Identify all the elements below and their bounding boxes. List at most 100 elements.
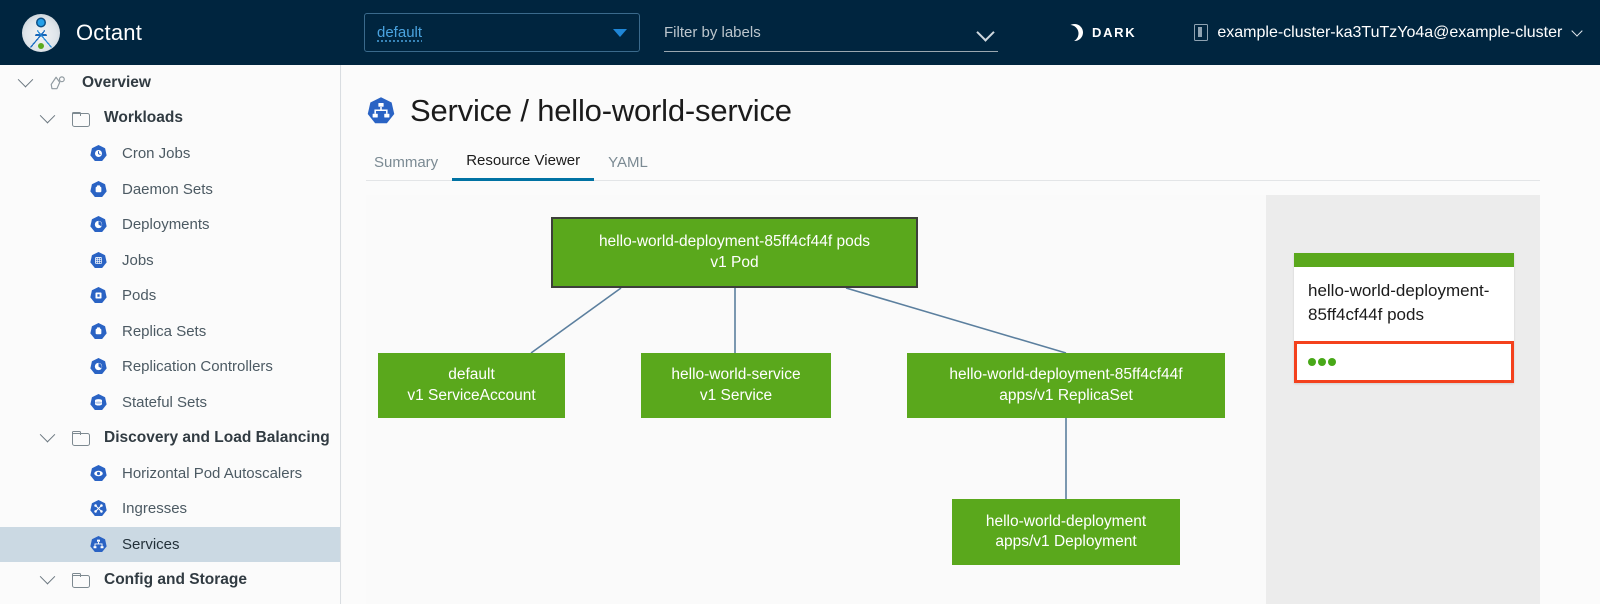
sidebar-item-label: Daemon Sets xyxy=(122,180,213,198)
status-dot[interactable] xyxy=(1318,357,1326,366)
k8s-service-icon xyxy=(89,535,107,552)
graph-node-service[interactable]: hello-world-service v1 Service xyxy=(641,353,831,418)
sidebar-item-deployments[interactable]: Deployments xyxy=(0,207,340,243)
graph-node-kind: v1 Pod xyxy=(710,253,759,271)
resource-viewer: hello-world-deployment-85ff4cf44f pods v1… xyxy=(366,195,1540,604)
sidebar-item-label: Pods xyxy=(122,287,157,305)
graph-node-replicaset[interactable]: hello-world-deployment-85ff4cf44f apps/v1… xyxy=(907,353,1225,418)
graph-node-kind: v1 ServiceAccount xyxy=(407,386,536,404)
sidebar-item-overview[interactable]: Overview xyxy=(0,65,340,101)
main-content: Service / hello-world-service Summary Res… xyxy=(342,65,1600,604)
sidebar-item-replication-controllers[interactable]: Replication Controllers xyxy=(0,349,340,385)
tab-yaml[interactable]: YAML xyxy=(608,154,648,171)
graph-node-kind: apps/v1 Deployment xyxy=(995,533,1137,550)
chevron-down-icon xyxy=(1571,25,1584,37)
k8s-ingress-icon xyxy=(89,500,107,517)
graph-node-name: hello-world-deployment-85ff4cf44f xyxy=(949,366,1183,384)
folder-icon xyxy=(72,431,90,447)
overview-icon xyxy=(50,76,65,90)
sidebar-item-ingresses[interactable]: Ingresses xyxy=(0,491,340,527)
k8s-statefulset-icon xyxy=(89,393,107,410)
namespace-select-value: default xyxy=(377,24,423,41)
tab-bar: Summary Resource Viewer YAML xyxy=(366,149,1540,181)
tab-summary[interactable]: Summary xyxy=(374,154,439,171)
chevron-down-icon xyxy=(39,107,55,124)
k8s-job-icon xyxy=(89,251,107,268)
folder-icon xyxy=(72,573,90,589)
expand-toggle[interactable] xyxy=(28,569,66,585)
sidebar-item-daemon-sets[interactable]: Daemon Sets xyxy=(0,172,340,208)
sidebar-item-services[interactable]: Services xyxy=(0,526,340,562)
sidebar-item-label: Services xyxy=(122,535,180,553)
resource-detail-panel: hello-world-deployment-85ff4cf44f pods xyxy=(1266,195,1540,604)
moon-icon xyxy=(1066,24,1083,41)
cluster-icon xyxy=(1194,24,1209,41)
graph-node-name: hello-world-service xyxy=(671,366,801,384)
k8s-hpa-icon xyxy=(89,464,107,481)
graph-edge xyxy=(845,287,1067,354)
expand-toggle[interactable] xyxy=(28,107,66,124)
sidebar-item-replica-sets[interactable]: Replica Sets xyxy=(0,314,340,350)
graph-node-pod[interactable]: hello-world-deployment-85ff4cf44f pods v1… xyxy=(551,217,918,288)
status-dot[interactable] xyxy=(1328,357,1336,366)
sidebar-item-label: Discovery and Load Balancing xyxy=(104,428,330,446)
page-title-text: Service / hello-world-service xyxy=(410,93,792,128)
sidebar-item-label: Stateful Sets xyxy=(122,393,208,411)
graph-edge xyxy=(530,287,622,354)
sidebar-item-label: Replication Controllers xyxy=(122,358,273,376)
sidebar-item-label: Overview xyxy=(82,73,151,91)
sidebar-item-discovery-and-load-balancing[interactable]: Discovery and Load Balancing xyxy=(0,420,340,456)
brand-name: Octant xyxy=(76,19,143,45)
chevron-down-icon xyxy=(976,22,995,42)
chevron-down-icon xyxy=(39,569,55,585)
cluster-name: example-cluster-ka3TuTzYo4a@example-clus… xyxy=(1217,23,1563,41)
resource-graph: hello-world-deployment-85ff4cf44f pods v1… xyxy=(366,195,1290,604)
brand[interactable]: Octant xyxy=(0,13,340,52)
detail-card-header-bar xyxy=(1294,253,1514,267)
page-title: Service / hello-world-service xyxy=(342,65,1600,129)
sidebar-item-horizontal-pod-autoscalers[interactable]: Horizontal Pod Autoscalers xyxy=(0,456,340,492)
resource-detail-card[interactable]: hello-world-deployment-85ff4cf44f pods xyxy=(1294,253,1514,383)
sidebar-item-label: Config and Storage xyxy=(104,570,247,588)
sidebar-item-cron-jobs[interactable]: Cron Jobs xyxy=(0,136,340,172)
k8s-service-icon xyxy=(367,97,395,124)
caret-down-icon xyxy=(613,28,627,37)
chevron-down-icon xyxy=(17,72,33,88)
graph-node-kind: apps/v1 ReplicaSet xyxy=(999,386,1133,404)
sidebar-item-label: Ingresses xyxy=(122,500,188,518)
tab-resource-viewer[interactable]: Resource Viewer xyxy=(452,152,595,181)
sidebar-item-label: Workloads xyxy=(104,109,183,127)
cluster-selector[interactable]: example-cluster-ka3TuTzYo4a@example-clus… xyxy=(1194,23,1584,42)
sidebar-item-jobs[interactable]: Jobs xyxy=(0,243,340,279)
k8s-replicationcontroller-icon xyxy=(89,358,107,375)
theme-toggle-button[interactable]: DARK xyxy=(1066,24,1136,41)
k8s-pod-icon xyxy=(89,287,107,304)
label-filter-placeholder: Filter by labels xyxy=(664,23,761,41)
namespace-select[interactable]: default xyxy=(364,13,640,52)
detail-card-title: hello-world-deployment-85ff4cf44f pods xyxy=(1308,281,1490,324)
sidebar-item-label: Cron Jobs xyxy=(122,145,191,163)
k8s-deployment-icon xyxy=(89,216,107,233)
sidebar-item-config-and-storage[interactable]: Config and Storage xyxy=(0,562,340,598)
sidebar-item-label: Jobs xyxy=(122,251,154,269)
k8s-daemonset-icon xyxy=(89,180,107,197)
folder-icon xyxy=(72,111,90,127)
label-filter-input[interactable]: Filter by labels xyxy=(664,14,998,52)
sidebar-item-stateful-sets[interactable]: Stateful Sets xyxy=(0,385,340,421)
status-dot[interactable] xyxy=(1308,357,1316,366)
sidebar-item-label: Replica Sets xyxy=(122,322,207,340)
detail-card-status-row[interactable] xyxy=(1294,340,1514,383)
expand-toggle[interactable] xyxy=(28,427,66,443)
theme-toggle-label: DARK xyxy=(1092,25,1137,40)
k8s-cronjob-icon xyxy=(89,145,107,162)
sidebar-item-label: Horizontal Pod Autoscalers xyxy=(122,464,303,482)
graph-node-name: hello-world-deployment-85ff4cf44f pods xyxy=(598,233,871,251)
expand-toggle[interactable] xyxy=(6,72,44,88)
graph-node-kind: v1 Service xyxy=(699,386,773,404)
chevron-down-icon xyxy=(39,427,55,443)
sidebar-item-workloads[interactable]: Workloads xyxy=(0,101,340,137)
sidebar-item-pods[interactable]: Pods xyxy=(0,278,340,314)
